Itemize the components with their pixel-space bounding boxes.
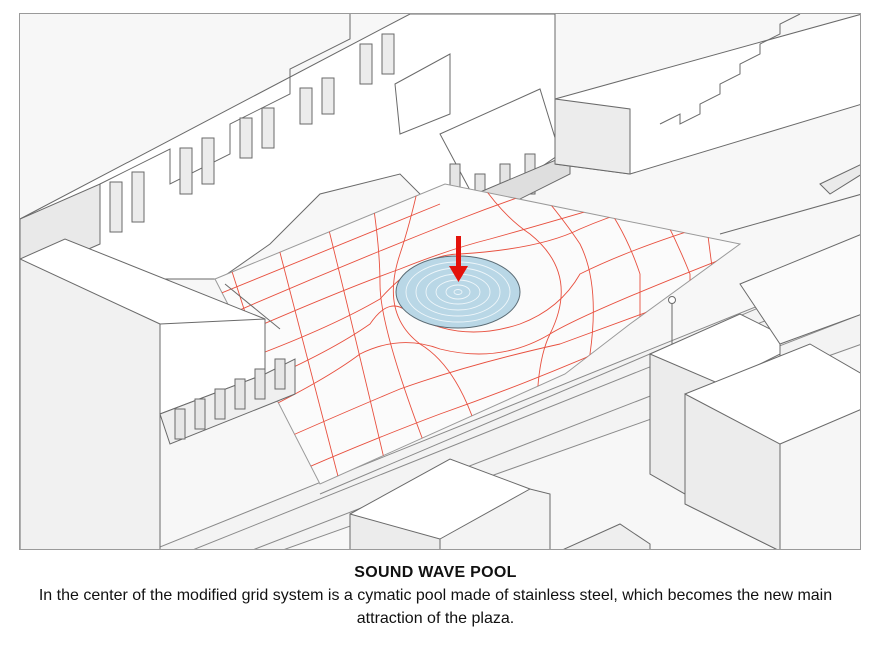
- caption-body: In the center of the modified grid syste…: [38, 587, 833, 627]
- plaza-illustration: [20, 14, 860, 549]
- isometric-plaza-diagram: [19, 13, 861, 550]
- building-south: [349, 458, 651, 549]
- plaza-floor: [214, 183, 742, 485]
- down-arrow-icon: [449, 236, 468, 282]
- figure-caption: SOUND WAVE POOL In the center of the mod…: [0, 562, 871, 630]
- building-northwest: [20, 14, 571, 280]
- building-northeast: [554, 14, 860, 235]
- caption-title: SOUND WAVE POOL: [354, 564, 517, 581]
- sound-wave-pool: [395, 255, 521, 329]
- building-east-block: [649, 234, 860, 549]
- building-west: [20, 238, 296, 549]
